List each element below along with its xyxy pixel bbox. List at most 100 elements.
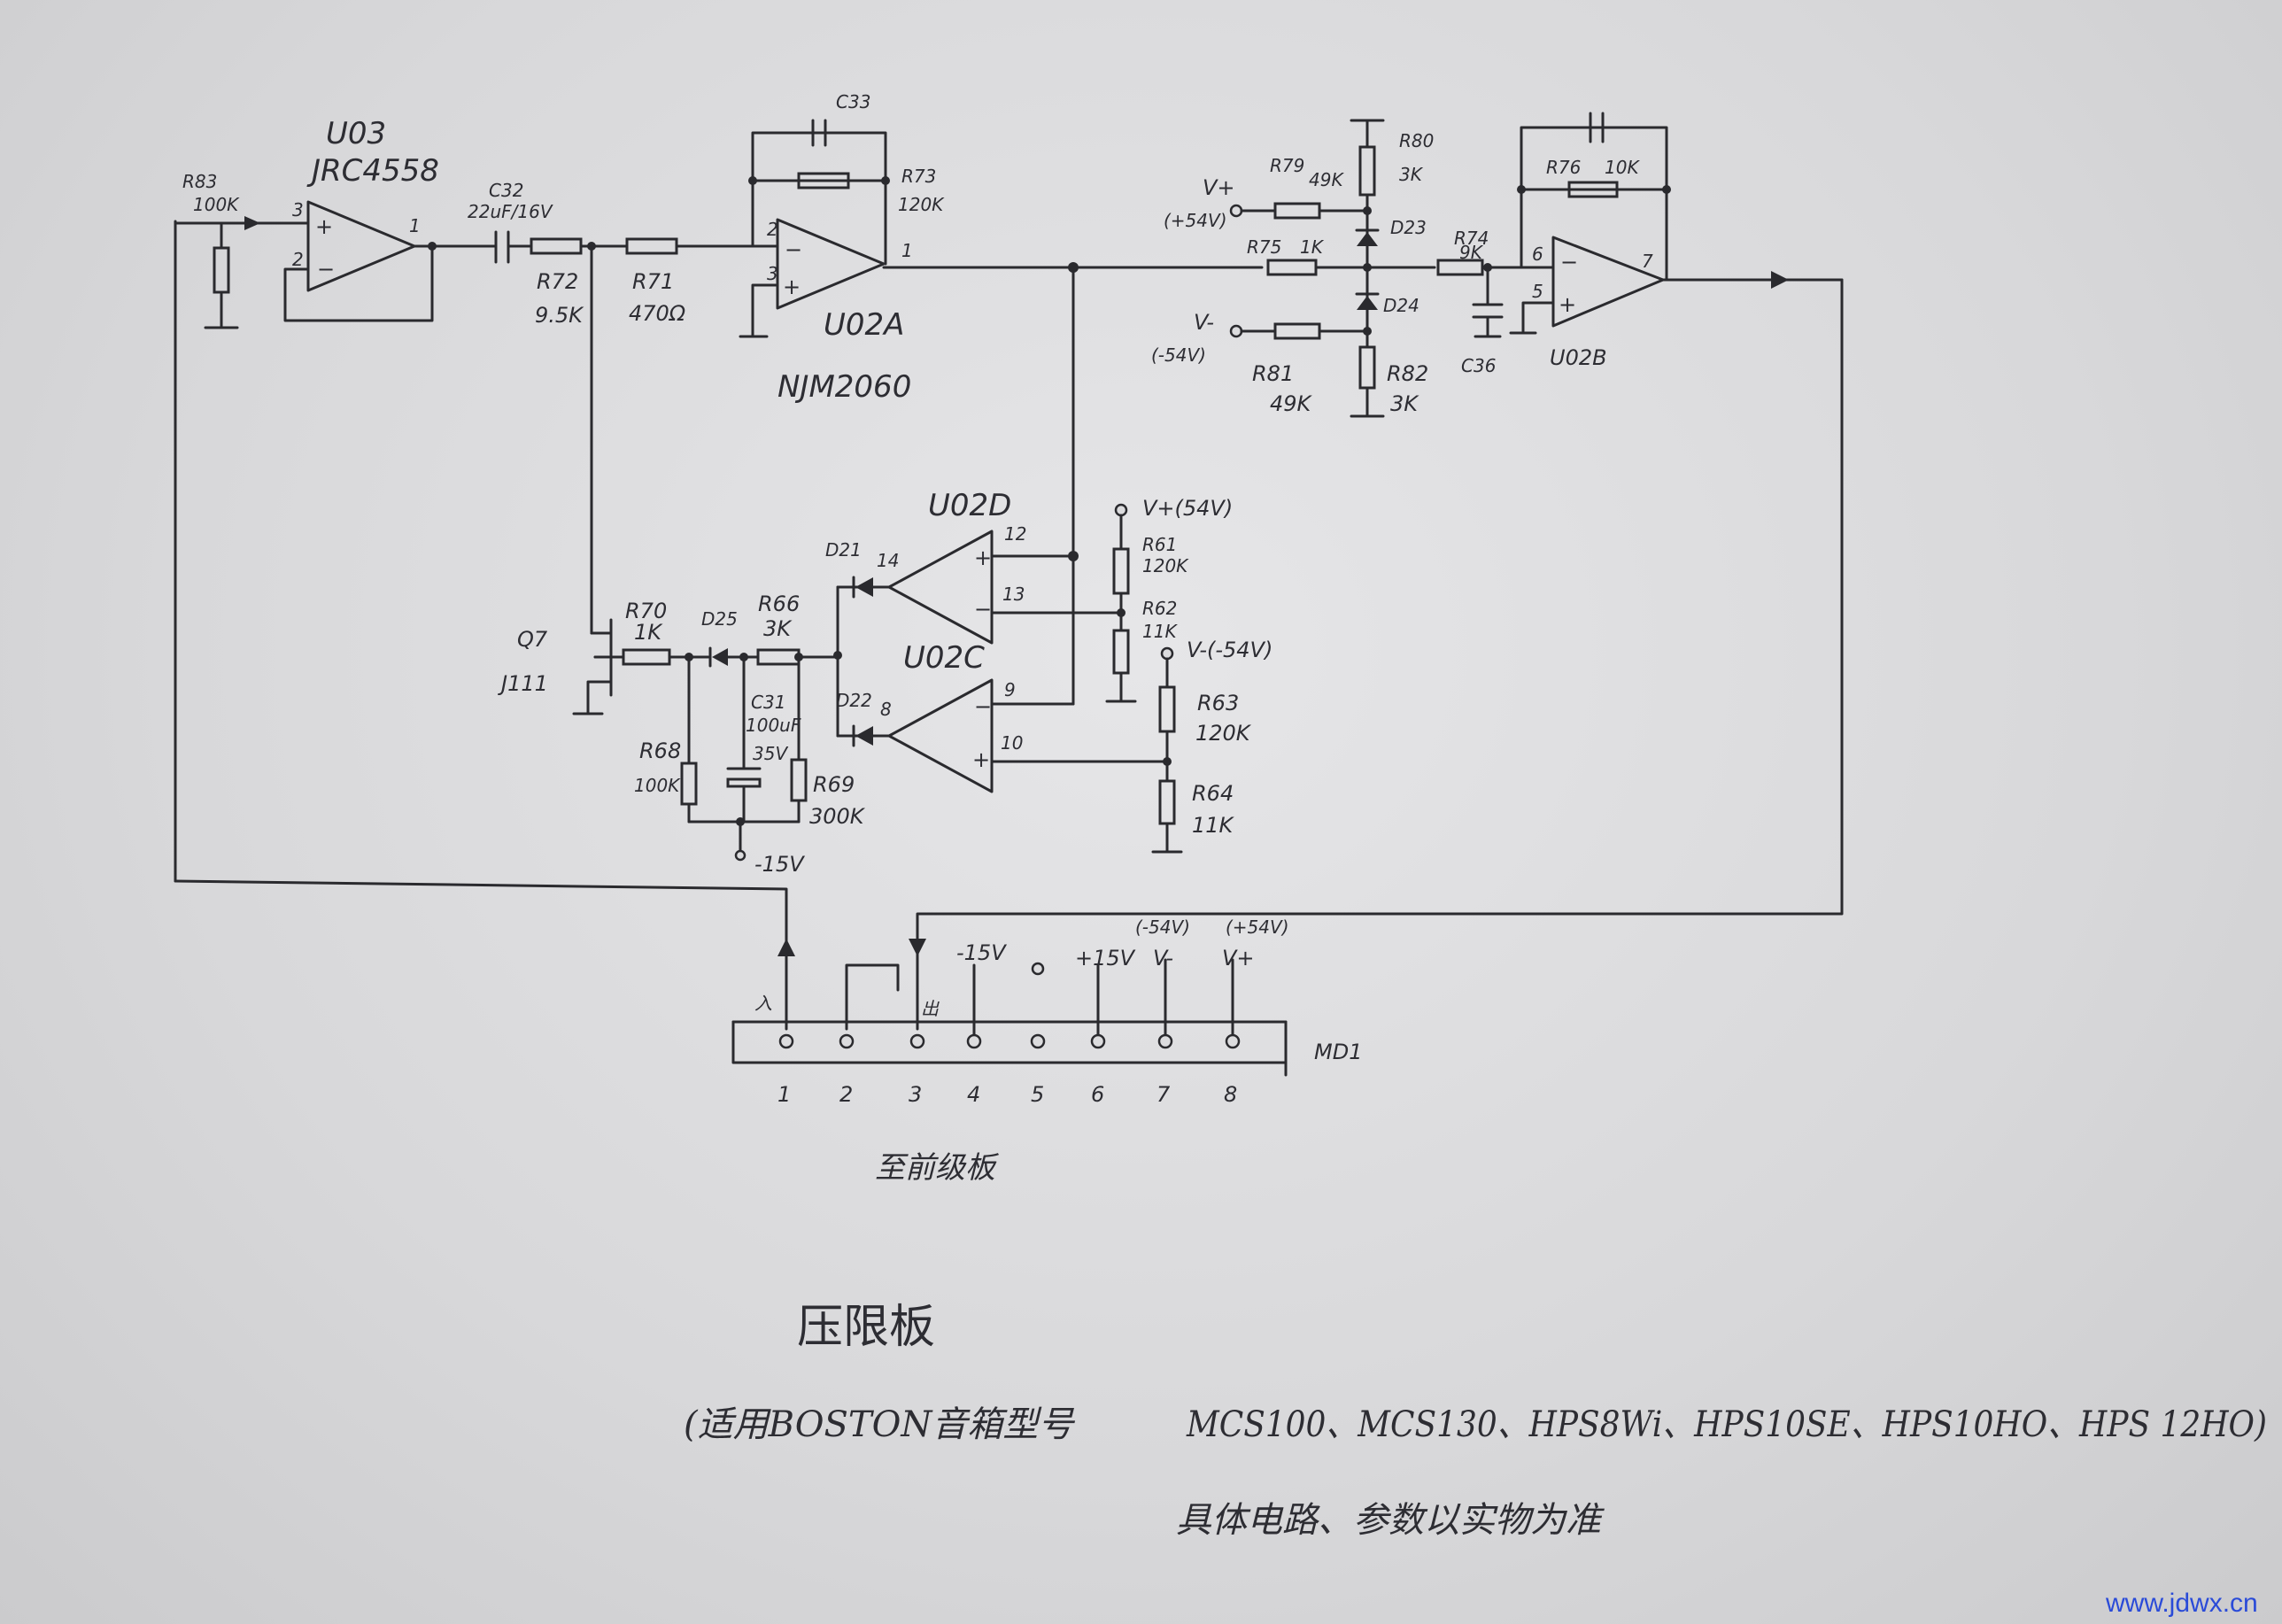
pin-number-8: 8 <box>1224 1082 1237 1107</box>
r71-ref-label: R71 <box>632 269 674 294</box>
neg15-terminal <box>734 849 746 862</box>
connector-pos15-label: +15V <box>1075 946 1136 971</box>
r64-resistor <box>1158 779 1176 825</box>
pin-number-7: 7 <box>1156 1082 1171 1107</box>
r80-value-label: 3K <box>1399 164 1424 185</box>
pin-number-6: 6 <box>1091 1082 1104 1107</box>
pin1-hole <box>778 1033 794 1049</box>
u03-ref-label: U03 <box>326 116 386 151</box>
r64-value-label: 11K <box>1192 813 1235 838</box>
r61-ref-label: R61 <box>1142 534 1177 555</box>
c36-ref-label: C36 <box>1461 355 1496 376</box>
d23-diode-symbol <box>1357 232 1378 246</box>
u02c-opamp-symbol <box>887 678 994 793</box>
u02a-opamp-symbol <box>776 218 886 310</box>
u02b-ref-label: U02B <box>1550 345 1607 370</box>
vplus-r61-label: V+(54V) <box>1142 496 1233 521</box>
u02b-stage: R74 9K C36 − + 6 5 7 R76 10K U02B <box>916 112 1844 949</box>
vminus-in-value: (-54V) <box>1151 344 1206 366</box>
u02a-ref-label: U02A <box>824 307 904 343</box>
r73-ref-label: R73 <box>901 166 936 187</box>
d25-ref-label: D25 <box>701 608 738 630</box>
r71-value-label: 470Ω <box>629 301 686 326</box>
vminus-terminal <box>1229 324 1243 338</box>
u03-pin2: 2 <box>292 249 304 270</box>
q7-source-wire <box>586 680 613 715</box>
neg15-label: -15V <box>754 852 805 877</box>
r70-value-label: 1K <box>634 620 663 645</box>
r66-value-label: 3K <box>763 616 793 641</box>
u02a-pin2: 2 <box>767 219 778 240</box>
c31-voltage-label: 35V <box>753 743 788 764</box>
r82-value-label: 3K <box>1390 391 1419 416</box>
u02a-pin3: 3 <box>767 263 778 284</box>
vminus-in-label: V- <box>1194 310 1214 335</box>
d25-diode-symbol <box>712 648 728 666</box>
u02d-opamp-symbol <box>887 530 994 645</box>
r76-value-label: 10K <box>1605 157 1640 178</box>
r62-resistor <box>1112 629 1130 675</box>
vplus-in-label: V+ <box>1203 175 1235 200</box>
diagram-title: 压限板 <box>797 1301 935 1354</box>
u02d-plus-sign: + <box>974 545 992 570</box>
applicability-note-prefix: (适用BOSTON音箱型号 <box>684 1404 1075 1445</box>
connector-neg15-label: -15V <box>956 940 1007 965</box>
c31-ref-label: C31 <box>751 692 785 713</box>
r75-resistor <box>1266 259 1318 276</box>
u02b-ground-wire <box>1521 301 1555 335</box>
pin2-ground-wire <box>845 963 900 1031</box>
pin8-hole <box>1225 1033 1241 1049</box>
r76-node-right <box>1662 185 1671 194</box>
r62-ref-label: R62 <box>1142 598 1177 619</box>
r83-ref-label: R83 <box>182 171 217 192</box>
u02c-ref-label: U02C <box>903 640 985 676</box>
r75-value-label: 1K <box>1300 236 1325 258</box>
pin5-hole <box>1030 1033 1046 1049</box>
r66-resistor <box>756 648 801 666</box>
u02c-minus-sign: − <box>974 694 992 719</box>
pin5-terminal <box>1031 962 1045 976</box>
input-return-wire <box>174 879 788 1031</box>
r81-ref-label: R81 <box>1252 361 1294 386</box>
u03-part-label: JRC4558 <box>306 153 439 189</box>
njm2060-part-label: NJM2060 <box>777 369 911 405</box>
r83-resistor <box>213 246 230 294</box>
u02a-pin1: 1 <box>901 240 913 261</box>
u02b-feedback-wire <box>1520 126 1668 282</box>
r72-resistor <box>530 237 583 255</box>
r80-resistor <box>1358 145 1376 197</box>
pin-number-5: 5 <box>1031 1082 1044 1107</box>
c33-ref-label: C33 <box>836 91 870 112</box>
d22-ref-label: D22 <box>836 690 872 711</box>
r74-value-label: 9K <box>1459 242 1484 263</box>
r61-value-label: 120K <box>1142 555 1189 576</box>
r75-ref-label: R75 <box>1247 236 1281 258</box>
r81-resistor <box>1273 322 1321 340</box>
r74-ref-label: R74 <box>1454 228 1489 249</box>
vminus-r63-terminal <box>1160 646 1174 661</box>
r82-resistor <box>1358 345 1376 390</box>
u03-minus-sign: − <box>317 257 335 282</box>
output-arrow-icon <box>1771 271 1789 289</box>
pin4-hole <box>966 1033 982 1049</box>
clamp-network: V+ (+54V) V- (-54V) R79 49K R80 3K R75 1… <box>1151 119 1436 418</box>
connector-vminus-label: V- <box>1153 946 1173 971</box>
d24-diode-symbol <box>1357 296 1378 310</box>
r69-resistor <box>790 758 808 802</box>
r63-resistor <box>1158 685 1176 733</box>
coupling-and-input-resistors: C32 22uF/16V R72 9.5K R71 470Ω <box>468 180 763 635</box>
to-front-board-label: 至前级板 <box>875 1150 1000 1186</box>
comparator-stage: + − 12 13 14 U02D D21 − + 9 10 8 U02C D2… <box>825 488 1273 854</box>
r64-ref-label: R64 <box>1192 781 1234 806</box>
u02b-pin6: 6 <box>1532 244 1543 265</box>
r70-ref-label: R70 <box>625 599 667 623</box>
u03-feedback-wire <box>283 244 434 322</box>
c32-ref-label: C32 <box>489 180 523 201</box>
q7-part-label: J111 <box>498 671 548 696</box>
u02d-minus-sign: − <box>974 597 992 622</box>
r73-node-right <box>881 176 890 185</box>
u03-pin1: 1 <box>409 215 421 236</box>
r68-resistor <box>680 762 698 806</box>
u02d-pin12: 12 <box>1004 523 1026 545</box>
r71-resistor <box>625 237 678 255</box>
